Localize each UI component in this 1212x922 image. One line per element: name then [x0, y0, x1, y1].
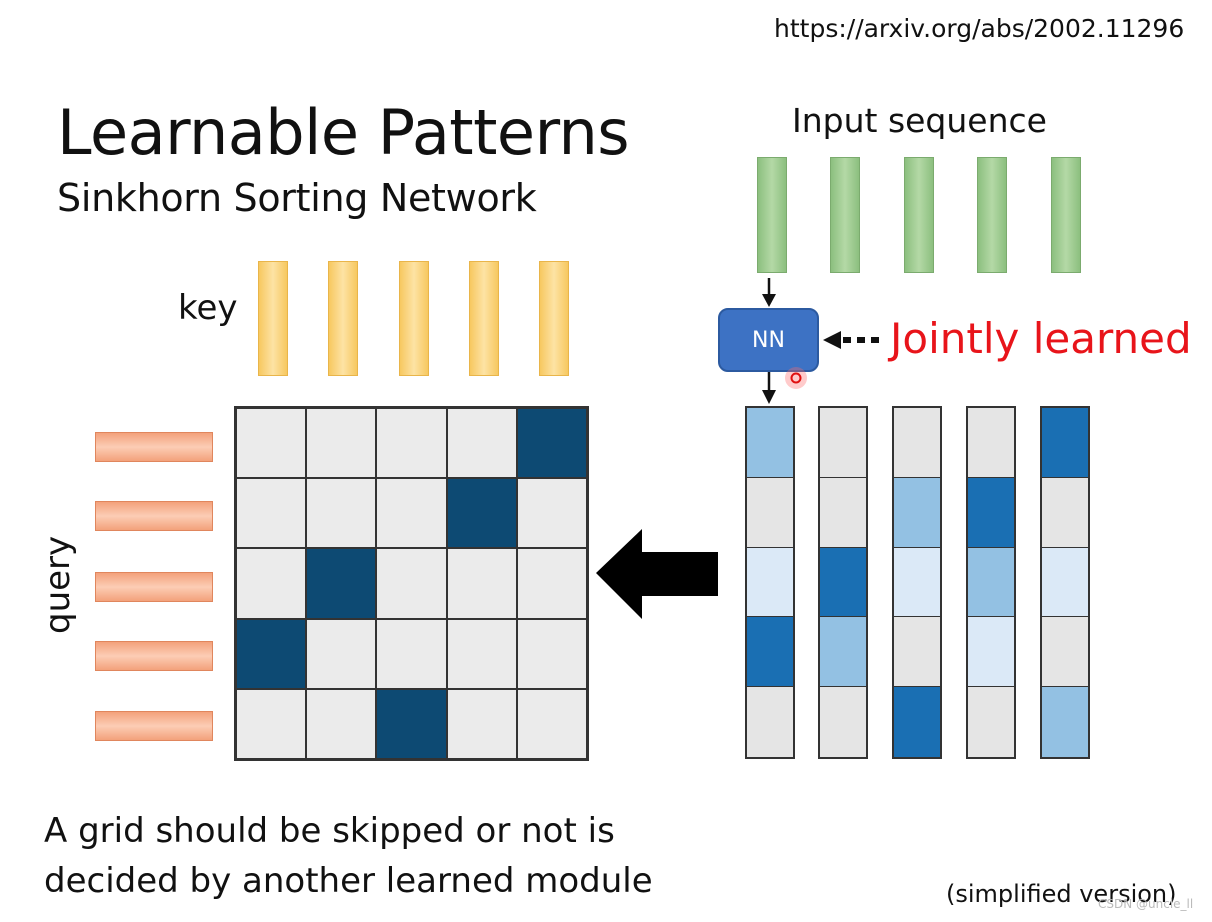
- output-cell: [820, 477, 866, 548]
- output-cell: [894, 477, 940, 548]
- nn-module: NN: [718, 308, 819, 372]
- cursor-marker-icon: [785, 367, 807, 389]
- slide-subtitle: Sinkhorn Sorting Network: [57, 176, 537, 220]
- grid-cell: [306, 478, 377, 549]
- output-cell: [820, 687, 866, 757]
- source-url: https://arxiv.org/abs/2002.11296: [774, 14, 1185, 43]
- input-token: [904, 157, 934, 273]
- grid-cell: [376, 548, 447, 619]
- output-cell: [747, 617, 793, 688]
- output-cell: [894, 617, 940, 688]
- output-cell: [747, 408, 793, 478]
- output-column: [1040, 406, 1090, 759]
- grid-cell: [306, 618, 377, 689]
- output-cell: [1042, 408, 1088, 478]
- key-vector: [469, 261, 499, 376]
- grid-cell: [446, 688, 517, 759]
- grid-cell: [376, 408, 447, 479]
- description-line: decided by another learned module: [44, 861, 653, 901]
- grid-cell: [446, 408, 517, 479]
- key-label: key: [178, 288, 238, 328]
- grid-cell: [376, 478, 447, 549]
- input-token: [1051, 157, 1081, 273]
- output-cell: [894, 547, 940, 618]
- key-vector: [539, 261, 569, 376]
- grid-cell: [306, 408, 377, 479]
- grid-cell: [446, 618, 517, 689]
- jointly-learned-label: Jointly learned: [890, 314, 1192, 363]
- output-cell: [820, 408, 866, 478]
- key-vector: [399, 261, 429, 376]
- key-vector: [258, 261, 288, 376]
- grid-cell: [236, 478, 307, 549]
- query-vector: [95, 641, 213, 671]
- grid-cell: [236, 688, 307, 759]
- output-cell: [1042, 617, 1088, 688]
- grid-cell: [236, 408, 307, 479]
- input-token: [977, 157, 1007, 273]
- output-cell: [894, 687, 940, 757]
- output-cell: [968, 617, 1014, 688]
- dotted-arrow-icon: [823, 331, 882, 349]
- grid-cell: [446, 548, 517, 619]
- input-token: [830, 157, 860, 273]
- output-cell: [820, 547, 866, 618]
- simplified-note: (simplified version): [946, 880, 1177, 908]
- grid-cell: [446, 478, 517, 549]
- grid-cell: [236, 548, 307, 619]
- output-column: [966, 406, 1016, 759]
- output-cell: [1042, 477, 1088, 548]
- grid-cell: [516, 478, 587, 549]
- grid-cell: [376, 688, 447, 759]
- output-cell: [747, 547, 793, 618]
- nn-label: NN: [752, 327, 785, 353]
- input-token: [757, 157, 787, 273]
- grid-cell: [306, 548, 377, 619]
- key-vector: [328, 261, 358, 376]
- output-cell: [894, 408, 940, 478]
- query-vector: [95, 501, 213, 531]
- grid-cell: [516, 688, 587, 759]
- output-cell: [968, 547, 1014, 618]
- grid-cell: [516, 408, 587, 479]
- output-cell: [968, 408, 1014, 478]
- slide-title: Learnable Patterns: [57, 96, 630, 169]
- output-column: [818, 406, 868, 759]
- input-sequence-label: Input sequence: [792, 101, 1047, 140]
- grid-cell: [516, 548, 587, 619]
- query-vector: [95, 711, 213, 741]
- output-cell: [747, 477, 793, 548]
- description-line: A grid should be skipped or not is: [44, 811, 615, 851]
- query-vector: [95, 572, 213, 602]
- output-cell: [747, 687, 793, 757]
- big-left-arrow-icon: [596, 529, 718, 619]
- output-cell: [1042, 687, 1088, 757]
- output-cell: [820, 617, 866, 688]
- grid-cell: [236, 618, 307, 689]
- output-column: [745, 406, 795, 759]
- watermark: CSDN @uncle_ll: [1098, 897, 1194, 911]
- arrow-input-to-nn: [762, 278, 776, 307]
- query-vector: [95, 432, 213, 462]
- output-cell: [968, 477, 1014, 548]
- grid-cell: [516, 618, 587, 689]
- grid-cell: [376, 618, 447, 689]
- output-cell: [968, 687, 1014, 757]
- arrow-nn-to-output: [762, 372, 776, 404]
- output-cell: [1042, 547, 1088, 618]
- attention-grid: [234, 406, 589, 761]
- output-column: [892, 406, 942, 759]
- description-text: A grid should be skipped or not is decid…: [44, 806, 653, 906]
- grid-cell: [306, 688, 377, 759]
